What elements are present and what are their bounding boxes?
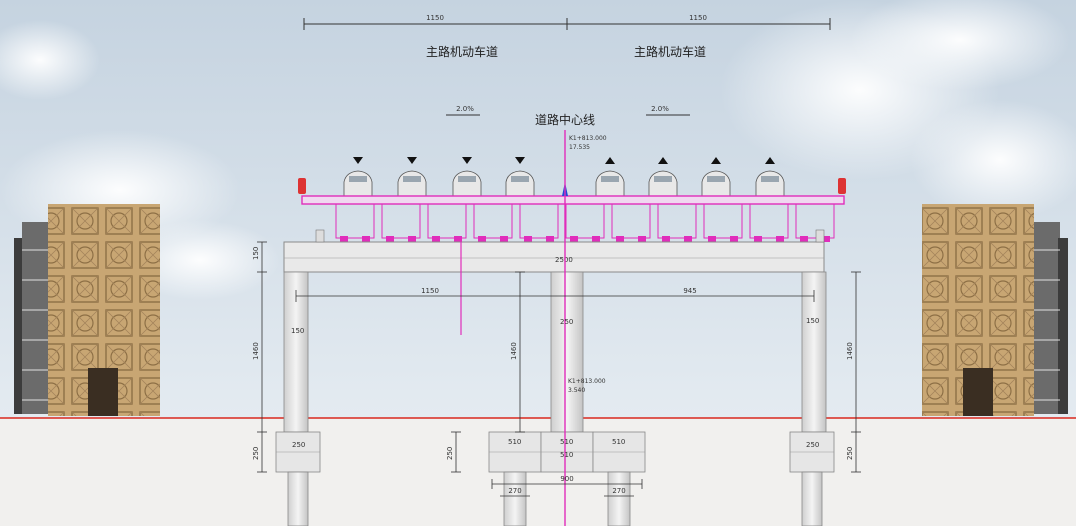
dim-footing-left: 250 (252, 447, 260, 460)
lane-label-left: 主路机动车道 (426, 44, 498, 59)
piles (287, 471, 823, 526)
girder-segment (519, 203, 559, 239)
dim-pile-right-spacing: 270 (612, 487, 625, 495)
dim-col-dia-center: 250 (560, 318, 573, 326)
girder-segment (795, 203, 835, 239)
right-height-dimension (851, 271, 861, 473)
box-girders (335, 203, 835, 242)
dim-cap-height: 150 (252, 247, 260, 260)
car-icon (648, 170, 678, 197)
bearing (408, 236, 416, 242)
bearing (340, 236, 348, 242)
dim-footing-center: 250 (446, 447, 454, 460)
dim-foot-dia-center: 510 (560, 451, 573, 459)
girder-segment (335, 203, 375, 239)
top-elevation: 17.535 (569, 144, 590, 151)
traffic-vehicles (343, 157, 785, 197)
bearing (362, 236, 370, 242)
girder-segment (657, 203, 697, 239)
lane-label-right: 主路机动车道 (634, 44, 706, 59)
dim-top-right: 1150 (689, 14, 707, 22)
arrow-up-icon (711, 157, 721, 164)
car-icon (595, 170, 625, 197)
girder-segment (749, 203, 789, 239)
dim-pile-cap-left: 510 (508, 438, 521, 446)
bearing (478, 236, 486, 242)
car-icon (343, 170, 373, 197)
dim-pile-cap-right: 510 (612, 438, 625, 446)
dim-span-left: 1150 (421, 287, 439, 295)
bearing (776, 236, 784, 242)
dim-col-height-center: 1460 (510, 342, 518, 360)
girder-segment (565, 203, 605, 239)
bearing (730, 236, 738, 242)
svg-text:2.0%: 2.0% (456, 105, 474, 113)
bearing (800, 236, 808, 242)
left-building (14, 204, 160, 416)
dim-pile-cap-bottom: 900 (560, 475, 573, 483)
bearing (524, 236, 532, 242)
dim-footing-right: 250 (846, 447, 854, 460)
bearing (638, 236, 646, 242)
car-icon (505, 170, 535, 197)
bearing (822, 236, 830, 242)
girder-segment (381, 203, 421, 239)
bearing (616, 236, 624, 242)
dim-span-right: 945 (683, 287, 696, 295)
arrow-down-icon (515, 157, 525, 164)
top-dimension (303, 18, 831, 30)
center-height-dimension (451, 271, 525, 473)
dim-foot-dia-right: 250 (806, 441, 819, 449)
arrow-down-icon (407, 157, 417, 164)
bearing (570, 236, 578, 242)
bearing (432, 236, 440, 242)
arrow-up-icon (658, 157, 668, 164)
slope-right: 2.0% (646, 105, 690, 116)
car-icon (755, 170, 785, 197)
dim-top-left: 1150 (426, 14, 444, 22)
bearing (546, 236, 554, 242)
bearing (708, 236, 716, 242)
girder-segment (703, 203, 743, 239)
dim-col-dia-right: 150 (806, 317, 819, 325)
right-building (922, 204, 1068, 416)
arrow-up-icon (765, 157, 775, 164)
girder-segment (473, 203, 513, 239)
car-icon (701, 170, 731, 197)
bearing (592, 236, 600, 242)
car-icon (452, 170, 482, 197)
arrow-down-icon (462, 157, 472, 164)
span-dimension (295, 290, 815, 302)
dim-cap-total: 2500 (555, 256, 573, 264)
centerline-label: 道路中心线 (535, 112, 595, 127)
bearing (662, 236, 670, 242)
dim-pile-left-spacing: 270 (508, 487, 521, 495)
dim-col-height-right: 1460 (846, 342, 854, 360)
arrow-down-icon (353, 157, 363, 164)
dim-col-dia-left: 150 (291, 327, 304, 335)
girder-segment (427, 203, 467, 239)
bottom-elevation: 3.540 (568, 387, 585, 394)
slope-left: 2.0% (446, 105, 480, 116)
dim-pile-cap-center: 510 (560, 438, 573, 446)
bearing (754, 236, 762, 242)
dim-foot-dia-left: 250 (292, 441, 305, 449)
arrow-up-icon (605, 157, 615, 164)
bearing (386, 236, 394, 242)
dim-col-height-left: 1460 (252, 342, 260, 360)
top-station: K1+813.000 (569, 135, 607, 142)
bottom-station: K1+813.000 (568, 378, 606, 385)
car-icon (397, 170, 427, 197)
bearing (454, 236, 462, 242)
bearing (684, 236, 692, 242)
bearing (500, 236, 508, 242)
pile-dimension (491, 479, 643, 497)
left-height-dimension (257, 241, 267, 473)
svg-text:2.0%: 2.0% (651, 105, 669, 113)
girder-segment (611, 203, 651, 239)
cap-beam (283, 229, 825, 273)
